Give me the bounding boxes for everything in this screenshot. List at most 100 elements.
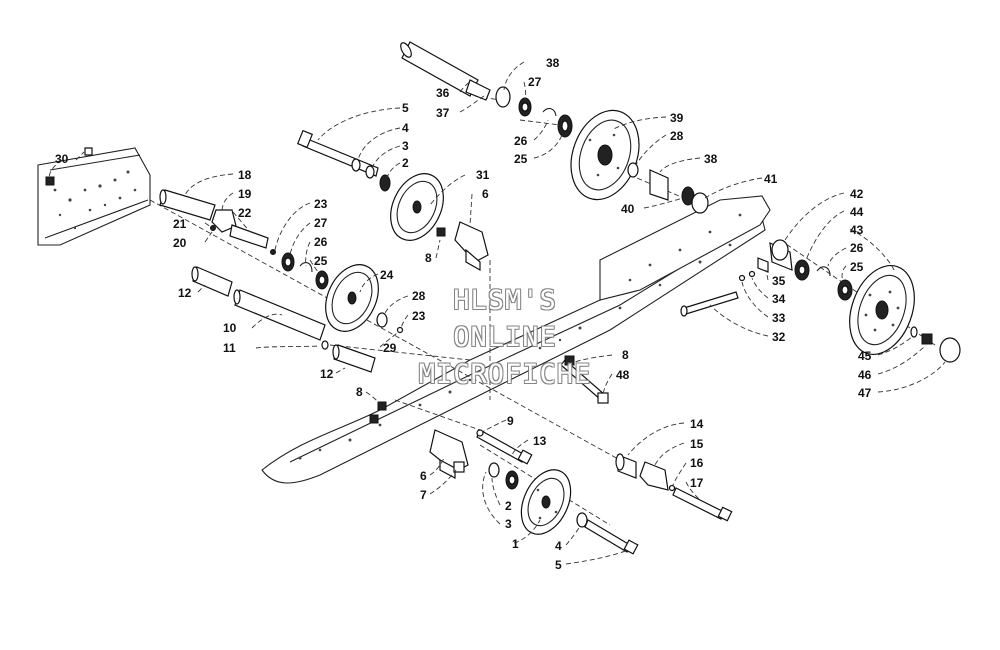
washer-33 bbox=[738, 274, 746, 282]
bolt-5-lower bbox=[584, 519, 639, 555]
callout-25: 25 bbox=[850, 260, 864, 274]
callout-38: 38 bbox=[546, 56, 560, 70]
callout-19: 19 bbox=[238, 187, 252, 201]
pin-21 bbox=[210, 225, 216, 231]
callout-30: 30 bbox=[55, 152, 69, 166]
nut-8-lower-a bbox=[377, 401, 387, 411]
callout-34: 34 bbox=[772, 292, 786, 306]
callout-46: 46 bbox=[858, 368, 872, 382]
idler-wheel-1 bbox=[520, 469, 572, 535]
callout-38: 38 bbox=[704, 152, 718, 166]
callout-25: 25 bbox=[514, 152, 528, 166]
spacer-38-top bbox=[495, 86, 511, 108]
callout-35: 35 bbox=[772, 274, 786, 288]
callout-23: 23 bbox=[314, 197, 328, 211]
callout-27: 27 bbox=[314, 216, 328, 230]
nut-8-top bbox=[436, 227, 446, 237]
callout-8: 8 bbox=[356, 385, 363, 399]
callout-6: 6 bbox=[482, 187, 489, 201]
pin-22 bbox=[270, 249, 276, 255]
callout-29: 29 bbox=[383, 341, 397, 355]
upper-left-rail bbox=[37, 147, 151, 246]
callout-28: 28 bbox=[412, 289, 426, 303]
callout-26: 26 bbox=[314, 235, 328, 249]
bolt-48 bbox=[560, 355, 609, 404]
callout-41: 41 bbox=[764, 172, 778, 186]
washer-4-top bbox=[351, 158, 361, 172]
callout-22: 22 bbox=[238, 206, 252, 220]
callout-24: 24 bbox=[380, 268, 394, 282]
callout-2: 2 bbox=[402, 156, 409, 170]
tube-12-upper bbox=[191, 266, 233, 297]
callout-labels: 1 2 2 3 3 4 4 5 5 6 6 7 8 8 8 9 10 11 12… bbox=[55, 56, 872, 572]
callout-12: 12 bbox=[320, 367, 334, 381]
bolt-30 bbox=[45, 147, 93, 186]
callout-10: 10 bbox=[223, 321, 237, 335]
bolt-17 bbox=[672, 487, 733, 522]
callout-8: 8 bbox=[425, 251, 432, 265]
callout-39: 39 bbox=[670, 111, 684, 125]
callout-9: 9 bbox=[507, 414, 514, 428]
callout-47: 47 bbox=[858, 386, 872, 400]
snap-ring-26-top bbox=[542, 107, 557, 117]
callout-12: 12 bbox=[178, 286, 192, 300]
idler-wheel-24 bbox=[325, 264, 379, 332]
block-15 bbox=[639, 461, 669, 491]
spacer-38-right bbox=[649, 169, 669, 201]
callout-28: 28 bbox=[670, 129, 684, 143]
callout-4: 4 bbox=[402, 121, 409, 135]
callout-48: 48 bbox=[616, 368, 630, 382]
bolt-32 bbox=[680, 291, 739, 317]
bearing-2-top bbox=[379, 174, 391, 192]
bushing-7 bbox=[453, 461, 465, 473]
idler-wheel-31 bbox=[390, 173, 444, 241]
callout-5: 5 bbox=[555, 558, 562, 572]
callout-3: 3 bbox=[505, 517, 512, 531]
washer-3-lower bbox=[488, 462, 500, 478]
bushing-11 bbox=[321, 340, 329, 350]
leader-lines bbox=[48, 61, 946, 565]
callout-23: 23 bbox=[412, 309, 426, 323]
washer-4-lower bbox=[576, 512, 588, 528]
nut-8-lower-b bbox=[369, 414, 379, 424]
callout-14: 14 bbox=[690, 417, 704, 431]
callout-18: 18 bbox=[238, 168, 252, 182]
washer-16 bbox=[668, 484, 676, 492]
callout-2: 2 bbox=[505, 499, 512, 513]
callout-6: 6 bbox=[420, 469, 427, 483]
callout-17: 17 bbox=[690, 476, 704, 490]
shaft-18 bbox=[159, 189, 216, 221]
callout-33: 33 bbox=[772, 311, 786, 325]
callout-27: 27 bbox=[528, 75, 542, 89]
cap-47 bbox=[939, 337, 961, 363]
spacer-14 bbox=[615, 453, 637, 479]
snap-ring-26-left bbox=[299, 262, 313, 273]
callout-26: 26 bbox=[850, 241, 864, 255]
tube-12-lower bbox=[332, 344, 376, 373]
callout-3: 3 bbox=[402, 139, 409, 153]
tube-10 bbox=[233, 289, 326, 341]
callout-21: 21 bbox=[173, 217, 187, 231]
washer-3-top bbox=[365, 165, 375, 179]
callout-32: 32 bbox=[772, 330, 786, 344]
bolt-46 bbox=[921, 333, 933, 345]
top-shaft bbox=[400, 41, 491, 101]
callout-4: 4 bbox=[555, 539, 562, 553]
washer-9 bbox=[476, 429, 484, 437]
callout-13: 13 bbox=[533, 434, 547, 448]
callout-31: 31 bbox=[476, 168, 490, 182]
washer-41 bbox=[691, 192, 709, 214]
front-rail-tip bbox=[599, 195, 771, 301]
callout-5: 5 bbox=[402, 101, 409, 115]
callout-25: 25 bbox=[314, 254, 328, 268]
callout-11: 11 bbox=[223, 341, 236, 355]
snap-ring-26-right bbox=[816, 266, 831, 277]
callout-8: 8 bbox=[622, 348, 629, 362]
idler-wheel-39 bbox=[570, 109, 640, 201]
callout-37: 37 bbox=[436, 106, 450, 120]
washer-45 bbox=[910, 326, 918, 338]
callout-45: 45 bbox=[858, 349, 872, 363]
callout-43: 43 bbox=[850, 223, 864, 237]
callout-1: 1 bbox=[512, 537, 519, 551]
